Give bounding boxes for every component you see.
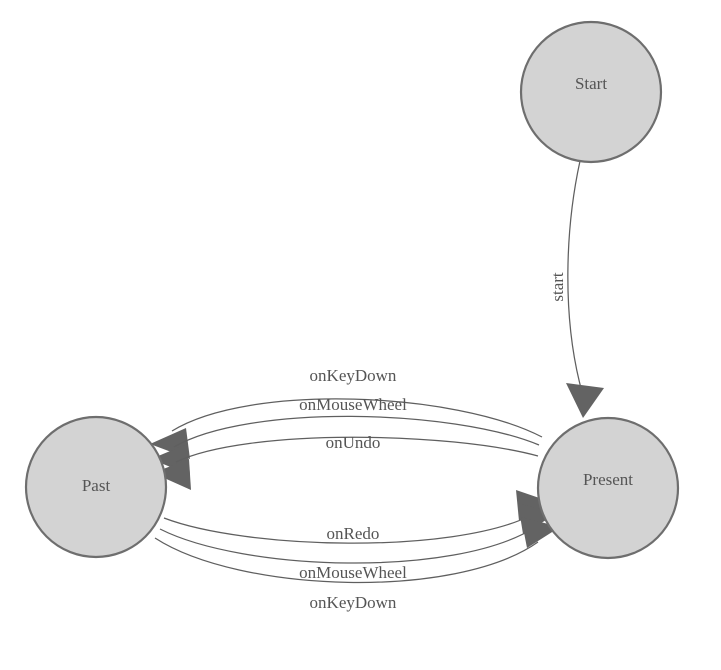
edge-path-start xyxy=(567,160,583,393)
edge-label-redo: onRedo xyxy=(327,524,380,543)
edge-path-undo-keydown xyxy=(171,398,543,438)
edge-path-undo-mousewheel xyxy=(173,415,540,448)
arrow-head-undo xyxy=(153,459,191,490)
node-start-circle xyxy=(519,20,663,164)
edge-label-redo-mousewheel: onMouseWheel xyxy=(299,563,407,582)
edge-label-redo-keydown: onKeyDown xyxy=(310,593,397,612)
edge-path-redo-mousewheel xyxy=(159,527,535,564)
edge-path-undo xyxy=(175,436,539,463)
edge-present-to-past-undo[interactable] xyxy=(153,436,539,490)
node-past-label: Past xyxy=(82,476,111,495)
edge-start-to-present[interactable] xyxy=(566,160,604,418)
arrow-head-start xyxy=(566,383,604,418)
edge-path-redo xyxy=(163,514,533,544)
edge-label-undo: onUndo xyxy=(326,433,381,452)
node-start[interactable]: Start xyxy=(519,20,663,164)
node-present[interactable]: Present xyxy=(536,416,680,560)
node-present-circle xyxy=(536,416,680,560)
edge-label-undo-keydown: onKeyDown xyxy=(310,366,397,385)
node-present-label: Present xyxy=(583,470,633,489)
node-past-circle xyxy=(24,415,168,559)
edge-label-start: start xyxy=(548,272,567,302)
edge-path-redo-keydown xyxy=(154,537,539,584)
node-past[interactable]: Past xyxy=(24,415,168,559)
edge-label-undo-mousewheel: onMouseWheel xyxy=(299,395,407,414)
node-start-label: Start xyxy=(575,74,607,93)
